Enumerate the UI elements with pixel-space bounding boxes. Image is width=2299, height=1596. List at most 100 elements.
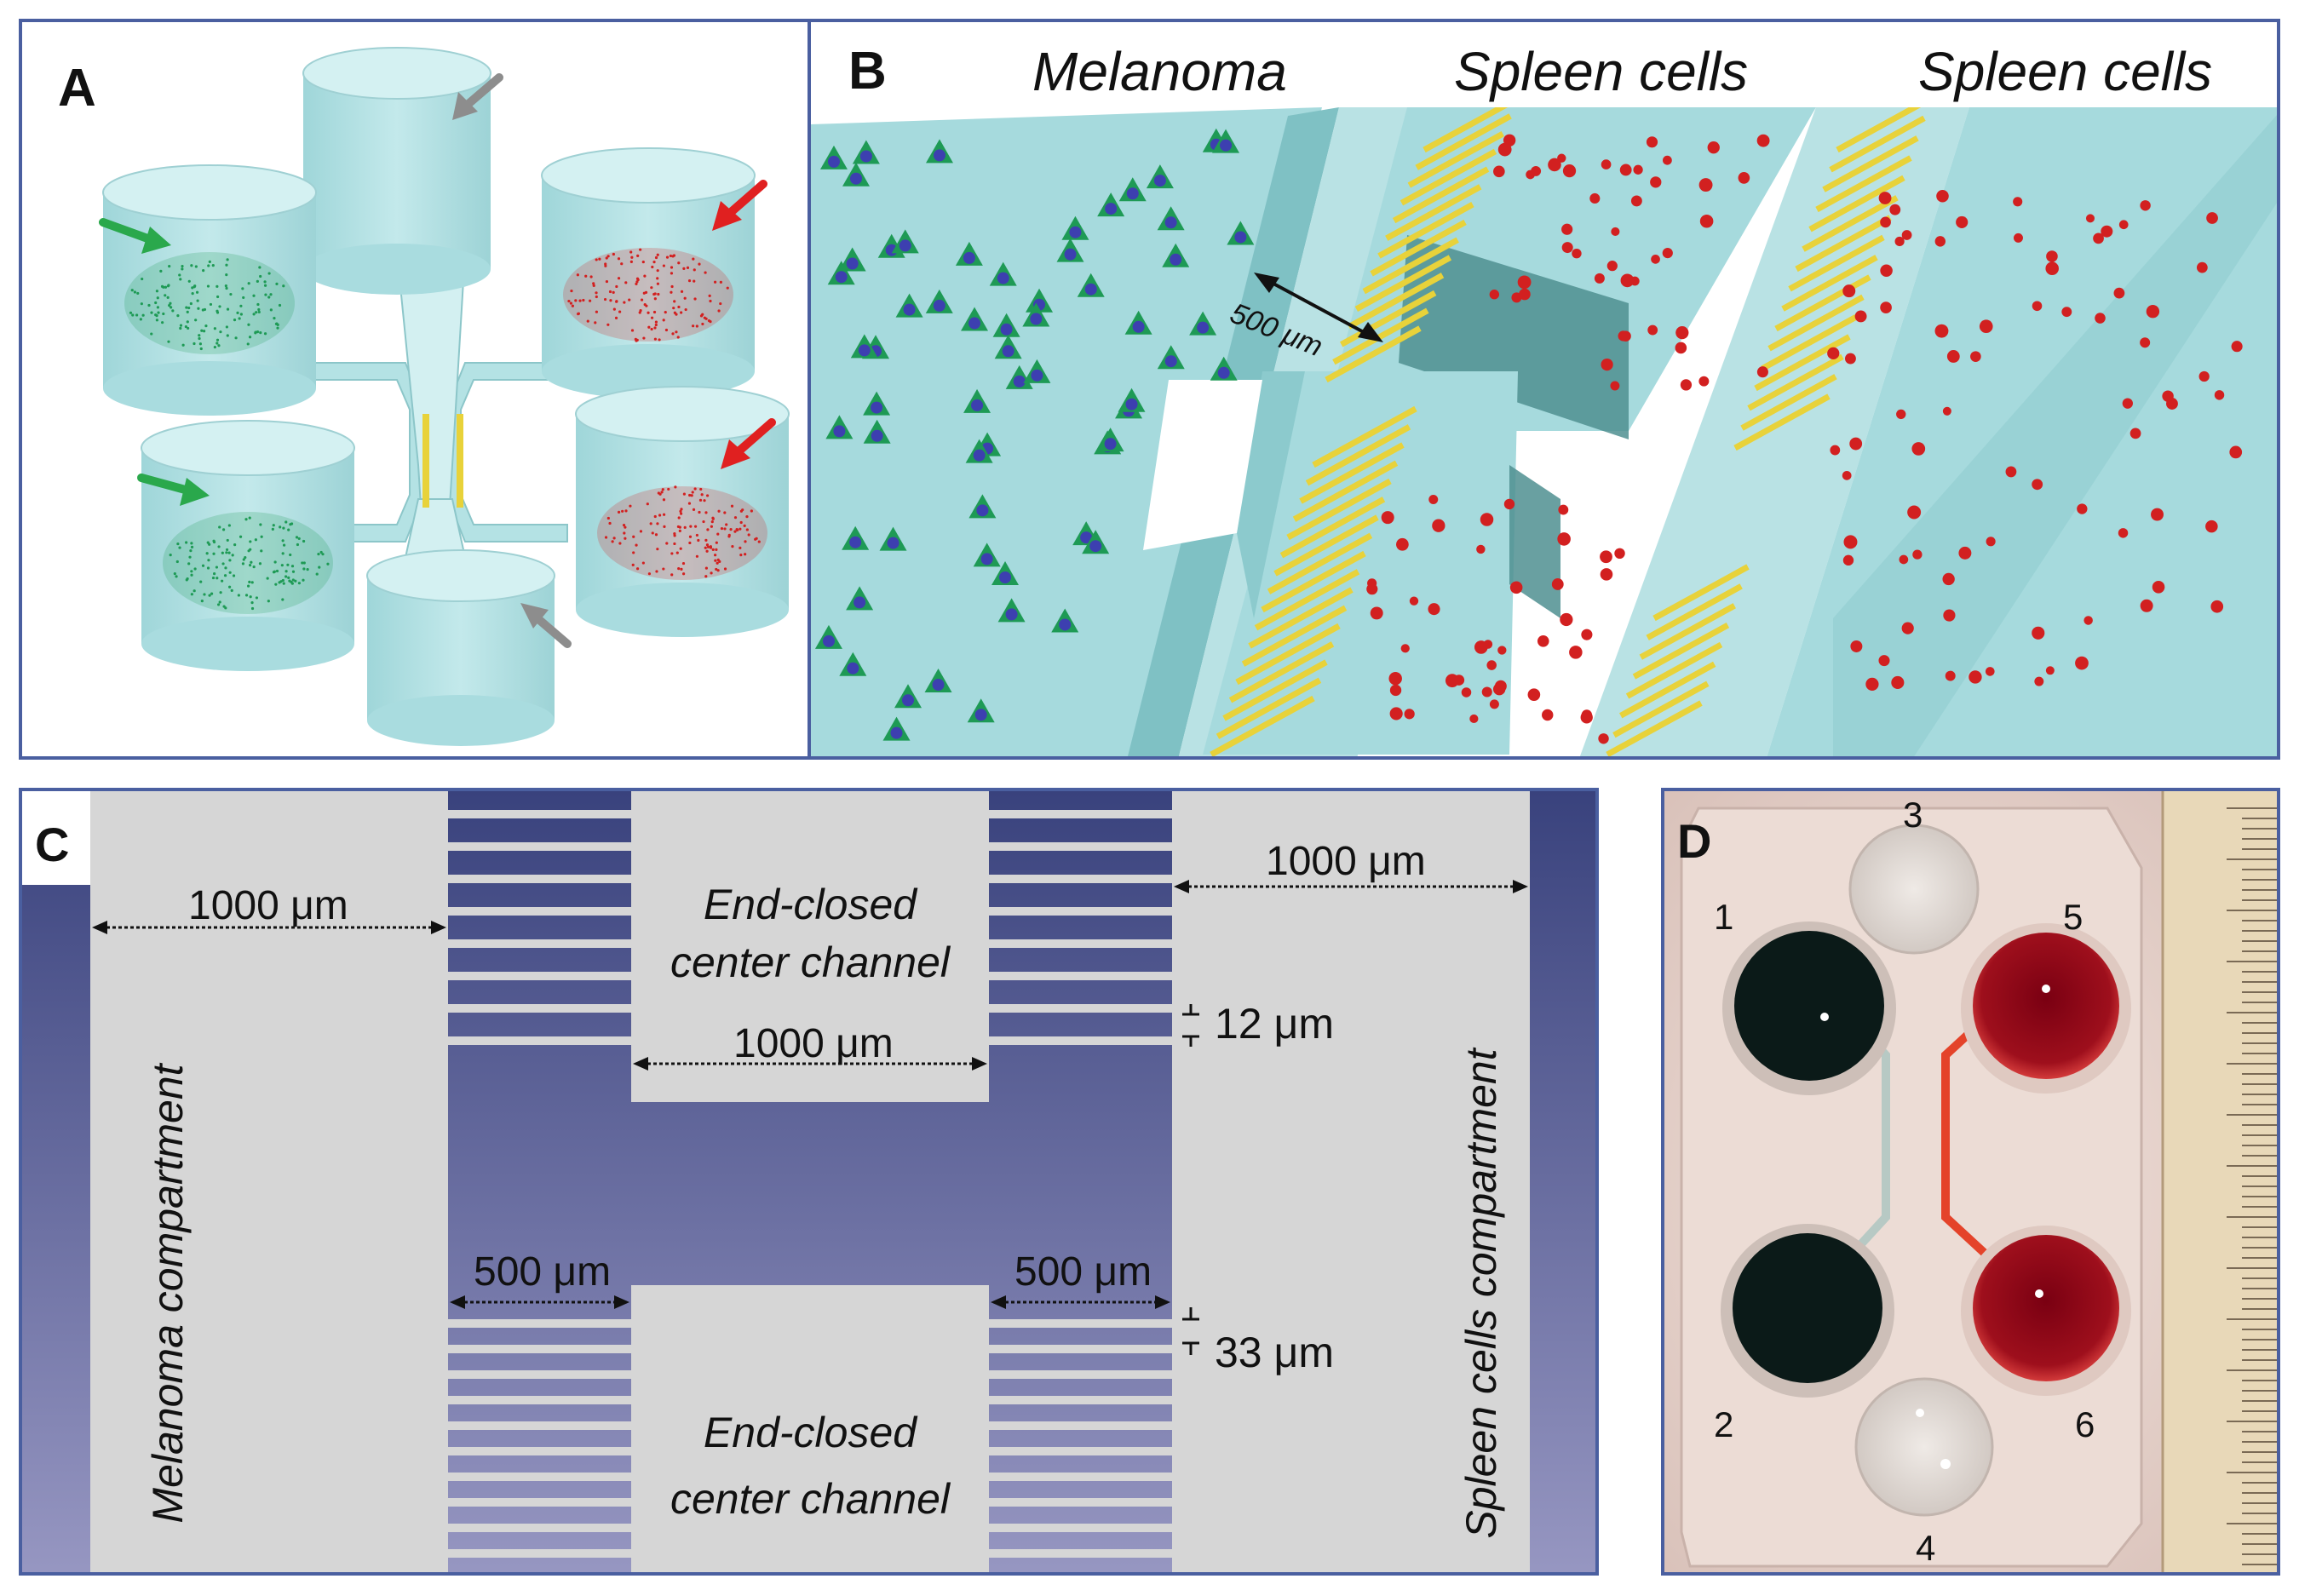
barrier-bar <box>1267 532 1373 594</box>
cell-speck <box>131 313 135 317</box>
arrows <box>99 73 776 648</box>
spleen-cell <box>1600 550 1612 564</box>
cell-speck <box>225 551 228 554</box>
barrier-bar <box>1261 550 1366 613</box>
cell-speck <box>594 321 597 324</box>
cell-speck <box>730 504 734 508</box>
ruler <box>2163 791 2277 1572</box>
barrier-bar <box>1241 605 1348 667</box>
cell-speck <box>282 526 285 530</box>
spleen-cell <box>1878 655 1890 667</box>
cell-speck <box>226 538 229 543</box>
cell-speck <box>200 329 204 332</box>
cell-speck <box>263 332 267 336</box>
cell-speck <box>213 327 216 330</box>
cell-speck <box>624 537 627 540</box>
center-dim-label: 1000 μm <box>733 1021 894 1066</box>
arrow-grey-2-head <box>520 603 549 629</box>
spleen-cell <box>1453 675 1465 686</box>
cell-speck <box>624 525 627 529</box>
spleen-cell <box>1675 342 1687 354</box>
melanoma-nucleus <box>1030 313 1043 325</box>
spleen-cell <box>1911 442 1926 456</box>
barrier-bar <box>1808 175 1905 233</box>
cell-speck <box>239 313 243 316</box>
cell-speck <box>710 571 713 575</box>
cell-speck <box>635 567 640 571</box>
cell-speck <box>677 567 681 571</box>
cell-speck <box>723 567 727 571</box>
gap-line-left-top <box>448 972 631 980</box>
melanoma-nucleus <box>899 239 911 252</box>
cell-speck <box>714 554 717 557</box>
cell-speck <box>319 550 323 554</box>
cell-speck <box>241 562 245 565</box>
gap-line-left-top <box>448 875 631 883</box>
cell-speck <box>719 280 722 284</box>
cell-speck <box>689 525 693 528</box>
cell-speck <box>212 539 216 543</box>
cell-speck <box>691 491 694 494</box>
cell-speck <box>595 258 598 261</box>
barrier-bar <box>1774 274 1871 332</box>
cell-speck <box>260 535 263 538</box>
cell-speck <box>632 535 635 538</box>
cell-speck <box>714 559 717 562</box>
cell-speck <box>693 297 697 301</box>
spleen-cell <box>1901 622 1914 634</box>
cell-speck <box>698 498 703 502</box>
cell-speck <box>263 284 267 287</box>
cell-speck <box>136 291 140 296</box>
spleen-cell <box>1845 353 1856 365</box>
barrier-bar <box>1400 148 1497 206</box>
cell-speck <box>711 516 715 520</box>
cell-speck <box>213 572 216 576</box>
well-label-2: 2 <box>1714 1404 1733 1444</box>
melanoma-nucleus <box>1013 375 1026 388</box>
cell-speck <box>682 267 686 270</box>
cell-speck <box>194 319 198 322</box>
cell-speck <box>187 326 190 330</box>
cell-speck <box>216 295 220 299</box>
melanoma-nucleus <box>858 344 871 357</box>
cell-speck <box>187 306 191 310</box>
barrier-bar <box>1754 334 1851 392</box>
spleen-cell <box>1651 255 1660 264</box>
cell-speck <box>202 269 205 273</box>
cell-speck <box>275 322 279 325</box>
cell-speck <box>697 538 700 543</box>
cell-speck <box>171 309 175 313</box>
barrier-bar <box>1228 641 1335 703</box>
cell-speck <box>295 536 299 539</box>
cell-speck <box>598 257 601 261</box>
cell-speck <box>184 324 187 329</box>
gap-line-left-top <box>448 810 631 818</box>
cell-speck <box>609 299 612 302</box>
cell-speck <box>582 298 585 302</box>
arrow-grey-1 <box>465 73 503 107</box>
melanoma-nucleus <box>976 504 989 517</box>
cell-speck <box>614 316 618 320</box>
spleen-cell <box>2152 581 2165 594</box>
barrier-bar <box>1407 130 1504 188</box>
cell-speck <box>287 576 290 579</box>
melanoma-nucleus <box>833 425 846 438</box>
spleen-cell <box>2205 520 2218 533</box>
ruler-ticks <box>2227 807 2277 1565</box>
cell-speck <box>164 294 167 297</box>
header-spleen-cells-2: Spleen cells <box>1918 41 2212 102</box>
melanoma-nucleus <box>835 271 848 284</box>
cell-speck <box>708 294 711 297</box>
cell-speck <box>723 511 727 514</box>
cell-speck <box>186 320 189 324</box>
melanoma-nucleus <box>849 536 862 548</box>
cell-speck <box>244 594 249 597</box>
arrow-green-2-head <box>180 478 210 506</box>
cell-speck <box>186 310 189 313</box>
barrier-bar <box>1619 661 1716 719</box>
spleen-cell <box>1589 192 1601 204</box>
cell-speck <box>652 260 656 264</box>
barrier-bar <box>1354 255 1452 312</box>
reservoir-left-top <box>102 164 317 416</box>
melanoma-compartment <box>90 791 448 1572</box>
